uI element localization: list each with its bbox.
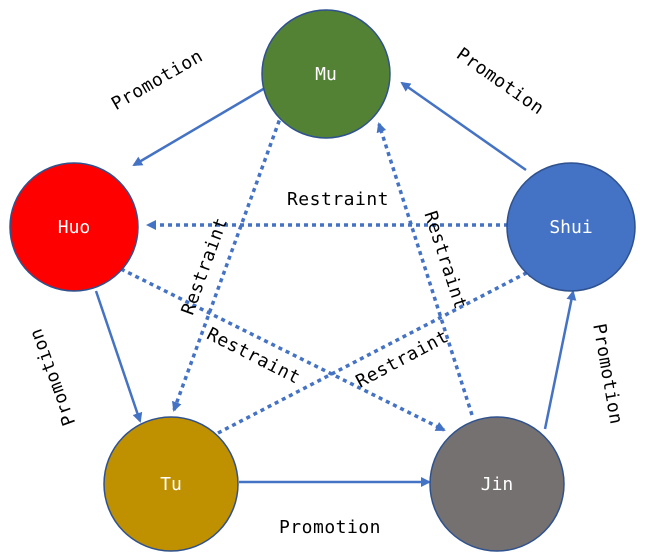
node-mu: Mu (261, 9, 391, 139)
node-huo-circle (9, 162, 139, 292)
node-jin-label: Jin (481, 474, 514, 495)
restraint-arrow-jin-to-mu (376, 122, 474, 416)
restraint-arrow-huo-to-jin (120, 267, 446, 432)
promotion-arrow-shui-to-mu (400, 81, 527, 172)
restraint-label-mu-tu: Restraint (178, 215, 233, 318)
restraint-arrow-tu-to-shui (217, 267, 536, 435)
promotion-label-shui-mu: Promotion (452, 44, 548, 120)
node-jin-circle (429, 416, 565, 552)
promotion-arrow-huo-to-tu (94, 290, 143, 423)
node-shui: Shui (506, 162, 636, 292)
node-shui-circle (506, 162, 636, 292)
promotion-label-jin-shui: Promotion (588, 322, 626, 426)
node-jin: Jin (429, 416, 565, 552)
node-tu-circle (103, 416, 239, 552)
promotion-label-mu-huo: Promotion (108, 46, 207, 115)
node-shui-label: Shui (549, 217, 592, 238)
node-mu-circle (261, 9, 391, 139)
promotion-label-huo-tu: Promotion (26, 325, 81, 428)
promotion-label-tu-jin: Promotion (279, 517, 381, 538)
node-tu: Tu (103, 416, 239, 552)
promotion-arrow-mu-to-huo (132, 86, 266, 167)
restraint-label-jin-mu: Restraint (419, 209, 471, 313)
promotion-arrow-jin-to-shui (543, 290, 577, 430)
node-mu-label: Mu (315, 64, 337, 85)
node-huo-label: Huo (58, 217, 91, 238)
node-huo: Huo (9, 162, 139, 292)
restraint-label-shui-huo: Restraint (287, 189, 389, 210)
node-tu-label: Tu (160, 474, 182, 495)
